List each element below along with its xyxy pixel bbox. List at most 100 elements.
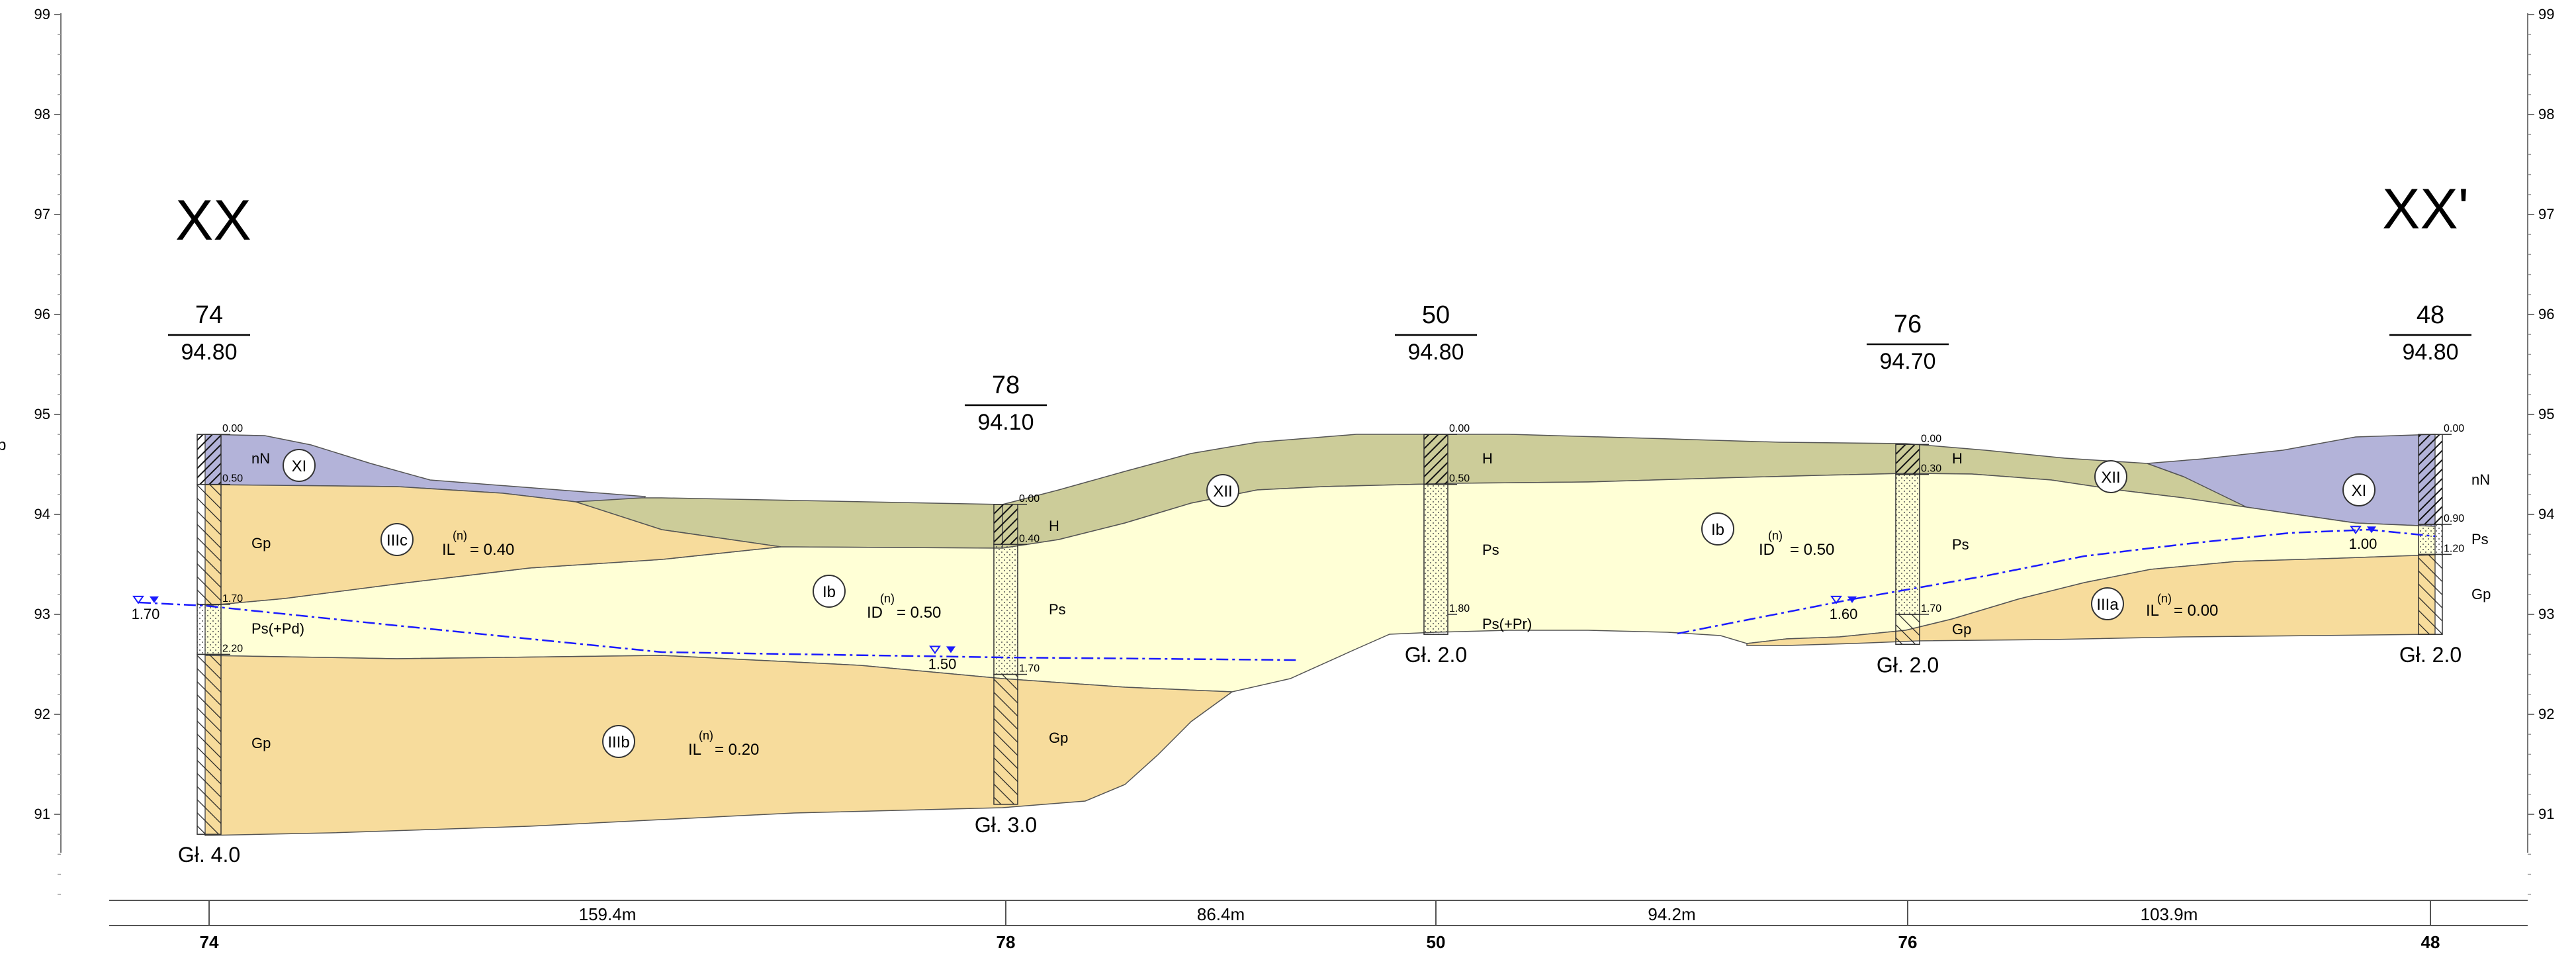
water-level-marker: 1.50 bbox=[928, 645, 957, 672]
param-Ib-left-symbol: ID bbox=[867, 604, 883, 622]
param-IIIb: IL (n) = 0.20 bbox=[688, 729, 759, 759]
distance-segment-label: 86.4m bbox=[1197, 904, 1245, 924]
water-depth-label: 1.50 bbox=[928, 655, 957, 672]
soil-Ps-76: Ps bbox=[1952, 536, 1969, 553]
geotechnical-layer-Ib: Ib bbox=[1701, 512, 1734, 546]
borehole-layer-dots bbox=[1423, 483, 1448, 635]
water-triangle-open bbox=[132, 595, 144, 604]
section-start-label: XX bbox=[175, 189, 251, 252]
layer-circle-label: IIIa bbox=[2096, 596, 2119, 614]
right-axis-tick-label: 91 bbox=[2538, 806, 2554, 822]
right-axis-tick-label: 93 bbox=[2538, 606, 2554, 622]
param-Ib-right-superscript: (n) bbox=[1768, 529, 1783, 542]
water-triangle-filled bbox=[150, 596, 159, 603]
soil-Ps-78: Ps bbox=[1049, 601, 1066, 618]
layer-circle bbox=[2342, 473, 2376, 506]
geotechnical-layer-IIIc: IIIc bbox=[380, 523, 414, 556]
param-IIIc-value: = 0.40 bbox=[470, 541, 514, 559]
water-level-marker: 1.60 bbox=[1830, 595, 1857, 622]
param-IIIc: IL (n) = 0.40 bbox=[442, 529, 514, 559]
layer-circle-label: IIIc bbox=[386, 532, 408, 549]
borehole-layer-dense bbox=[197, 434, 222, 485]
right-axis-tick-label: 96 bbox=[2538, 306, 2554, 322]
param-IIIc-superscript: (n) bbox=[453, 529, 467, 542]
borehole-layer-dense bbox=[1895, 444, 1920, 475]
borehole-layer-dots bbox=[993, 544, 1018, 675]
borehole-number: 78 bbox=[992, 371, 1020, 399]
soil-Ps-50: Ps bbox=[1482, 542, 1499, 558]
water-triangle-open bbox=[1830, 595, 1842, 604]
param-IIIa-superscript: (n) bbox=[2157, 592, 2172, 605]
left-axis-tick-label: 91 bbox=[34, 806, 50, 822]
param-IIIb-value: = 0.20 bbox=[715, 741, 759, 759]
water-triangle-filled bbox=[946, 646, 955, 653]
soil-Ps-Pd-74: Ps(+Pd) bbox=[251, 620, 304, 637]
distance-segment-label: 103.9m bbox=[2141, 904, 2198, 924]
layer-depth-label: 1.70 bbox=[1019, 663, 1040, 675]
layer-depth-label: 0.50 bbox=[222, 473, 243, 485]
geotechnical-layer-XI: XI bbox=[2342, 473, 2376, 506]
layer-circle bbox=[1206, 474, 1239, 507]
borehole-depth-label: Gł. 3.0 bbox=[975, 813, 1037, 837]
param-Ib-left-value: = 0.50 bbox=[897, 604, 941, 622]
groundwater-line-left bbox=[138, 601, 1298, 661]
distance-bar-station-label: 78 bbox=[997, 932, 1016, 952]
borehole-elevation: 94.80 bbox=[2402, 340, 2458, 365]
geotechnical-layer-XII: XII bbox=[2094, 460, 2127, 493]
layer-depth-label: 0.00 bbox=[1449, 423, 1470, 434]
left-axis-tick-label: 92 bbox=[34, 706, 50, 722]
distance-segment-label: 159.4m bbox=[579, 904, 637, 924]
layer-depth-label: 0.40 bbox=[1019, 533, 1040, 544]
geotechnical-layer-XII: XII bbox=[1206, 474, 1239, 507]
borehole-number: 74 bbox=[195, 301, 223, 329]
soil-Gp-78: Gp bbox=[1049, 730, 1068, 746]
water-level-marker: 1.70 bbox=[132, 595, 160, 622]
right-axis-tick-label: 95 bbox=[2538, 406, 2554, 422]
soil-H-76: H bbox=[1952, 450, 1963, 467]
layer-circle-label: XII bbox=[1213, 483, 1232, 501]
borehole-layer-dots bbox=[1895, 473, 1920, 615]
borehole-elevation: 94.70 bbox=[1879, 349, 1935, 374]
soil-H-50: H bbox=[1482, 450, 1493, 467]
borehole-layer-hatch bbox=[197, 483, 222, 605]
layer-circle bbox=[380, 523, 414, 556]
soil-nN-right: nN bbox=[2471, 471, 2490, 488]
layer-depth-label: 0.30 bbox=[1921, 463, 1941, 475]
borehole-layer-dots bbox=[197, 604, 222, 655]
layer-circle-label: Ib bbox=[1711, 521, 1724, 539]
layer-circle bbox=[283, 449, 316, 482]
soil-Gp-48: Gp bbox=[2471, 586, 2491, 602]
left-axis-tick-label: 94 bbox=[34, 506, 50, 522]
left-axis-tick-label: 96 bbox=[34, 306, 50, 322]
soil-Gp-74-lower: Gp bbox=[251, 735, 271, 751]
layer-circle bbox=[813, 575, 846, 608]
water-depth-label: 1.00 bbox=[2349, 536, 2377, 552]
soil-H-78: H bbox=[1049, 518, 1059, 534]
geotechnical-layer-XI: XI bbox=[283, 449, 316, 482]
geotechnical-layer-IIIa: IIIa bbox=[2091, 587, 2124, 620]
layer-depth-label: 0.00 bbox=[222, 423, 243, 434]
borehole-layer-hatch bbox=[993, 673, 1018, 805]
borehole-number: 50 bbox=[1422, 301, 1450, 329]
layer-circle-label: XI bbox=[292, 457, 307, 475]
distance-bar-station-label: 48 bbox=[2421, 932, 2440, 952]
layer-depth-label: 1.80 bbox=[1449, 603, 1470, 614]
layer-circle-label: XI bbox=[2352, 482, 2367, 500]
water-depth-label: 1.70 bbox=[132, 606, 160, 622]
left-axis-tick-label: 93 bbox=[34, 606, 50, 622]
param-Ib-left-superscript: (n) bbox=[880, 592, 895, 605]
borehole-elevation: 94.80 bbox=[1407, 340, 1464, 365]
section-end-label: XX' bbox=[2382, 177, 2469, 241]
right-axis-tick-label: 98 bbox=[2538, 106, 2554, 122]
param-IIIa: IL (n) = 0.00 bbox=[2146, 592, 2218, 620]
borehole-layer-hatch bbox=[2418, 553, 2443, 635]
section-labels: XX XX' p nN nN Gp Gp Gp Gp Gp H H H Ps P… bbox=[0, 177, 2491, 759]
borehole-number: 48 bbox=[2417, 301, 2444, 329]
param-IIIc-symbol: IL bbox=[442, 541, 455, 559]
layer-circle-label: IIIb bbox=[607, 734, 629, 751]
left-axis-tick-label: 99 bbox=[34, 6, 50, 23]
